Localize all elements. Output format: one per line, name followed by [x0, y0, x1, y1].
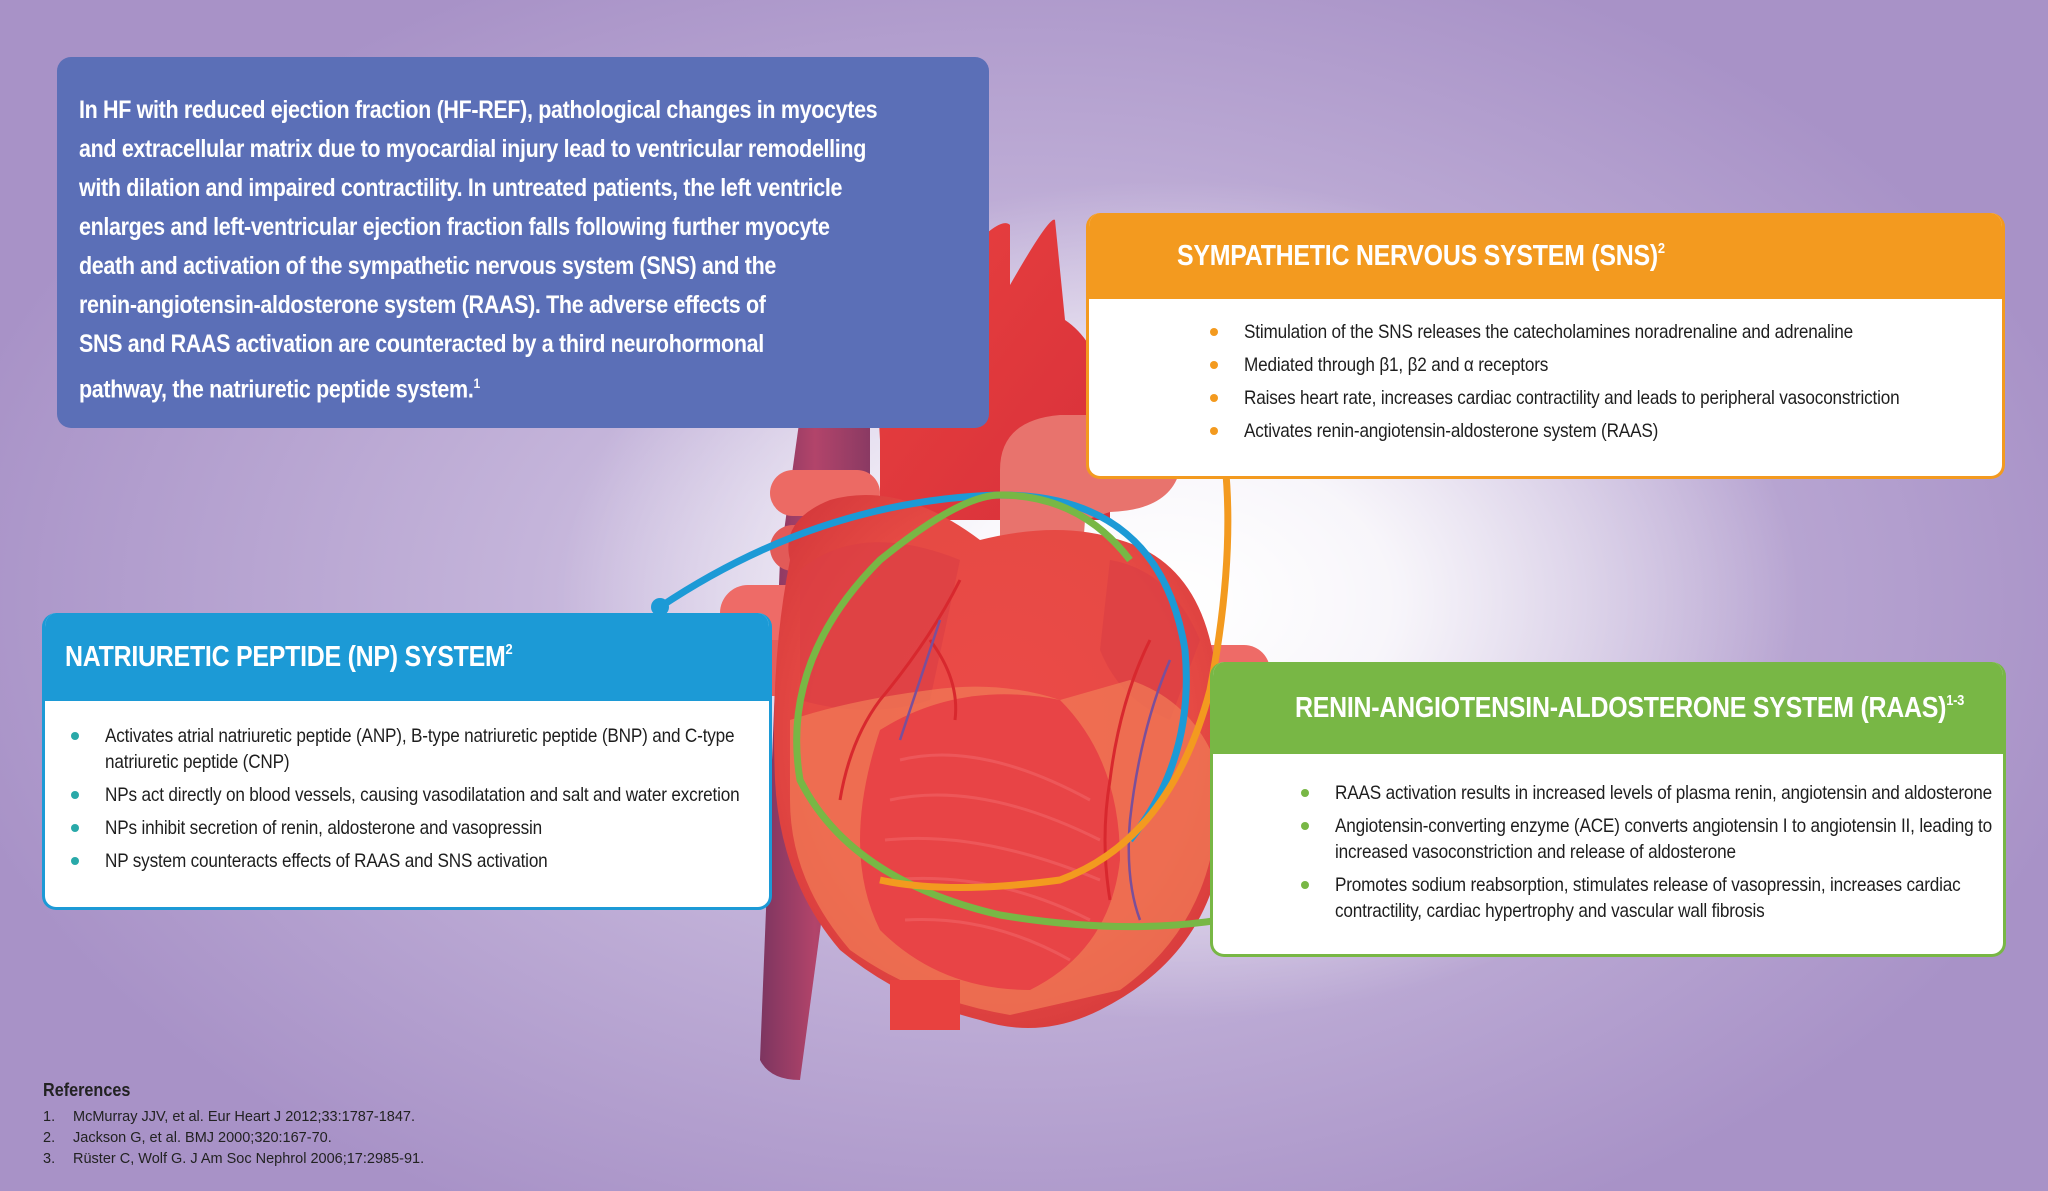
- list-item: NPs act directly on blood vessels, causi…: [65, 782, 769, 808]
- references: References 1.McMurray JJV, et al. Eur He…: [43, 1080, 424, 1170]
- list-item: Promotes sodium reabsorption, stimulates…: [1295, 872, 2003, 924]
- intro-line: renin-angiotensin-aldosterone system (RA…: [79, 291, 766, 319]
- bullet-icon: [1301, 822, 1309, 830]
- list-item: NP system counteracts effects of RAAS an…: [65, 848, 769, 874]
- np-header: NATRIURETIC PEPTIDE (NP) SYSTEM2: [45, 613, 769, 701]
- reference-superscript: 1-3: [1946, 691, 1965, 709]
- sns-title: SYMPATHETIC NERVOUS SYSTEM (SNS): [1177, 239, 1658, 272]
- references-list: 1.McMurray JJV, et al. Eur Heart J 2012;…: [43, 1107, 424, 1170]
- reference-item: 1.McMurray JJV, et al. Eur Heart J 2012;…: [43, 1109, 416, 1125]
- sns-header: SYMPATHETIC NERVOUS SYSTEM (SNS)2: [1089, 213, 2002, 299]
- raas-header: RENIN-ANGIOTENSIN-ALDOSTERONE SYSTEM (RA…: [1213, 662, 2003, 754]
- list-item: Stimulation of the SNS releases the cate…: [1204, 319, 2002, 346]
- raas-list: RAAS activation results in increased lev…: [1213, 754, 2003, 924]
- reference-superscript: 2: [1657, 239, 1665, 257]
- intro-line: In HF with reduced ejection fraction (HF…: [79, 96, 878, 124]
- sns-box: SYMPATHETIC NERVOUS SYSTEM (SNS)2 Stimul…: [1086, 213, 2005, 479]
- sns-list: Stimulation of the SNS releases the cate…: [1089, 299, 2002, 445]
- intro-line: SNS and RAAS activation are counteracted…: [79, 330, 764, 358]
- references-title: References: [43, 1080, 131, 1100]
- bullet-icon: [1301, 789, 1309, 797]
- bullet-icon: [1210, 361, 1218, 369]
- bullet-icon: [71, 857, 79, 865]
- intro-line: with dilation and impaired contractility…: [79, 174, 843, 202]
- bullet-icon: [1210, 427, 1218, 435]
- np-title: NATRIURETIC PEPTIDE (NP) SYSTEM: [65, 640, 506, 673]
- bullet-icon: [71, 732, 79, 740]
- intro-line: enlarges and left-ventricular ejection f…: [79, 213, 830, 241]
- list-item: Activates atrial natriuretic peptide (AN…: [65, 723, 769, 775]
- raas-box: RENIN-ANGIOTENSIN-ALDOSTERONE SYSTEM (RA…: [1210, 662, 2006, 957]
- bullet-icon: [71, 791, 79, 799]
- reference-superscript: 1: [473, 375, 480, 391]
- reference-item: 2.Jackson G, et al. BMJ 2000;320:167-70.: [43, 1130, 332, 1146]
- bullet-icon: [1210, 328, 1218, 336]
- bullet-icon: [1210, 394, 1218, 402]
- list-item: Raises heart rate, increases cardiac con…: [1204, 385, 2002, 412]
- list-item: NPs inhibit secretion of renin, aldoster…: [65, 815, 769, 841]
- list-item: Angiotensin-converting enzyme (ACE) conv…: [1295, 813, 2003, 865]
- intro-box: In HF with reduced ejection fraction (HF…: [57, 57, 989, 428]
- list-item: Activates renin-angiotensin-aldosterone …: [1204, 418, 2002, 445]
- list-item: Mediated through β1, β2 and α receptors: [1204, 352, 2002, 379]
- intro-line: pathway, the natriuretic peptide system.: [79, 375, 474, 404]
- intro-line: and extracellular matrix due to myocardi…: [79, 135, 867, 163]
- intro-paragraph: In HF with reduced ejection fraction (HF…: [79, 91, 991, 409]
- reference-item: 3.Rüster C, Wolf G. J Am Soc Nephrol 200…: [43, 1151, 425, 1167]
- intro-line: death and activation of the sympathetic …: [79, 252, 777, 280]
- bullet-icon: [1301, 881, 1309, 889]
- bullet-icon: [71, 824, 79, 832]
- list-item: RAAS activation results in increased lev…: [1295, 780, 2003, 806]
- raas-title: RENIN-ANGIOTENSIN-ALDOSTERONE SYSTEM (RA…: [1295, 691, 1947, 724]
- np-box: NATRIURETIC PEPTIDE (NP) SYSTEM2 Activat…: [42, 613, 772, 910]
- np-list: Activates atrial natriuretic peptide (AN…: [45, 701, 769, 874]
- reference-superscript: 2: [505, 640, 513, 658]
